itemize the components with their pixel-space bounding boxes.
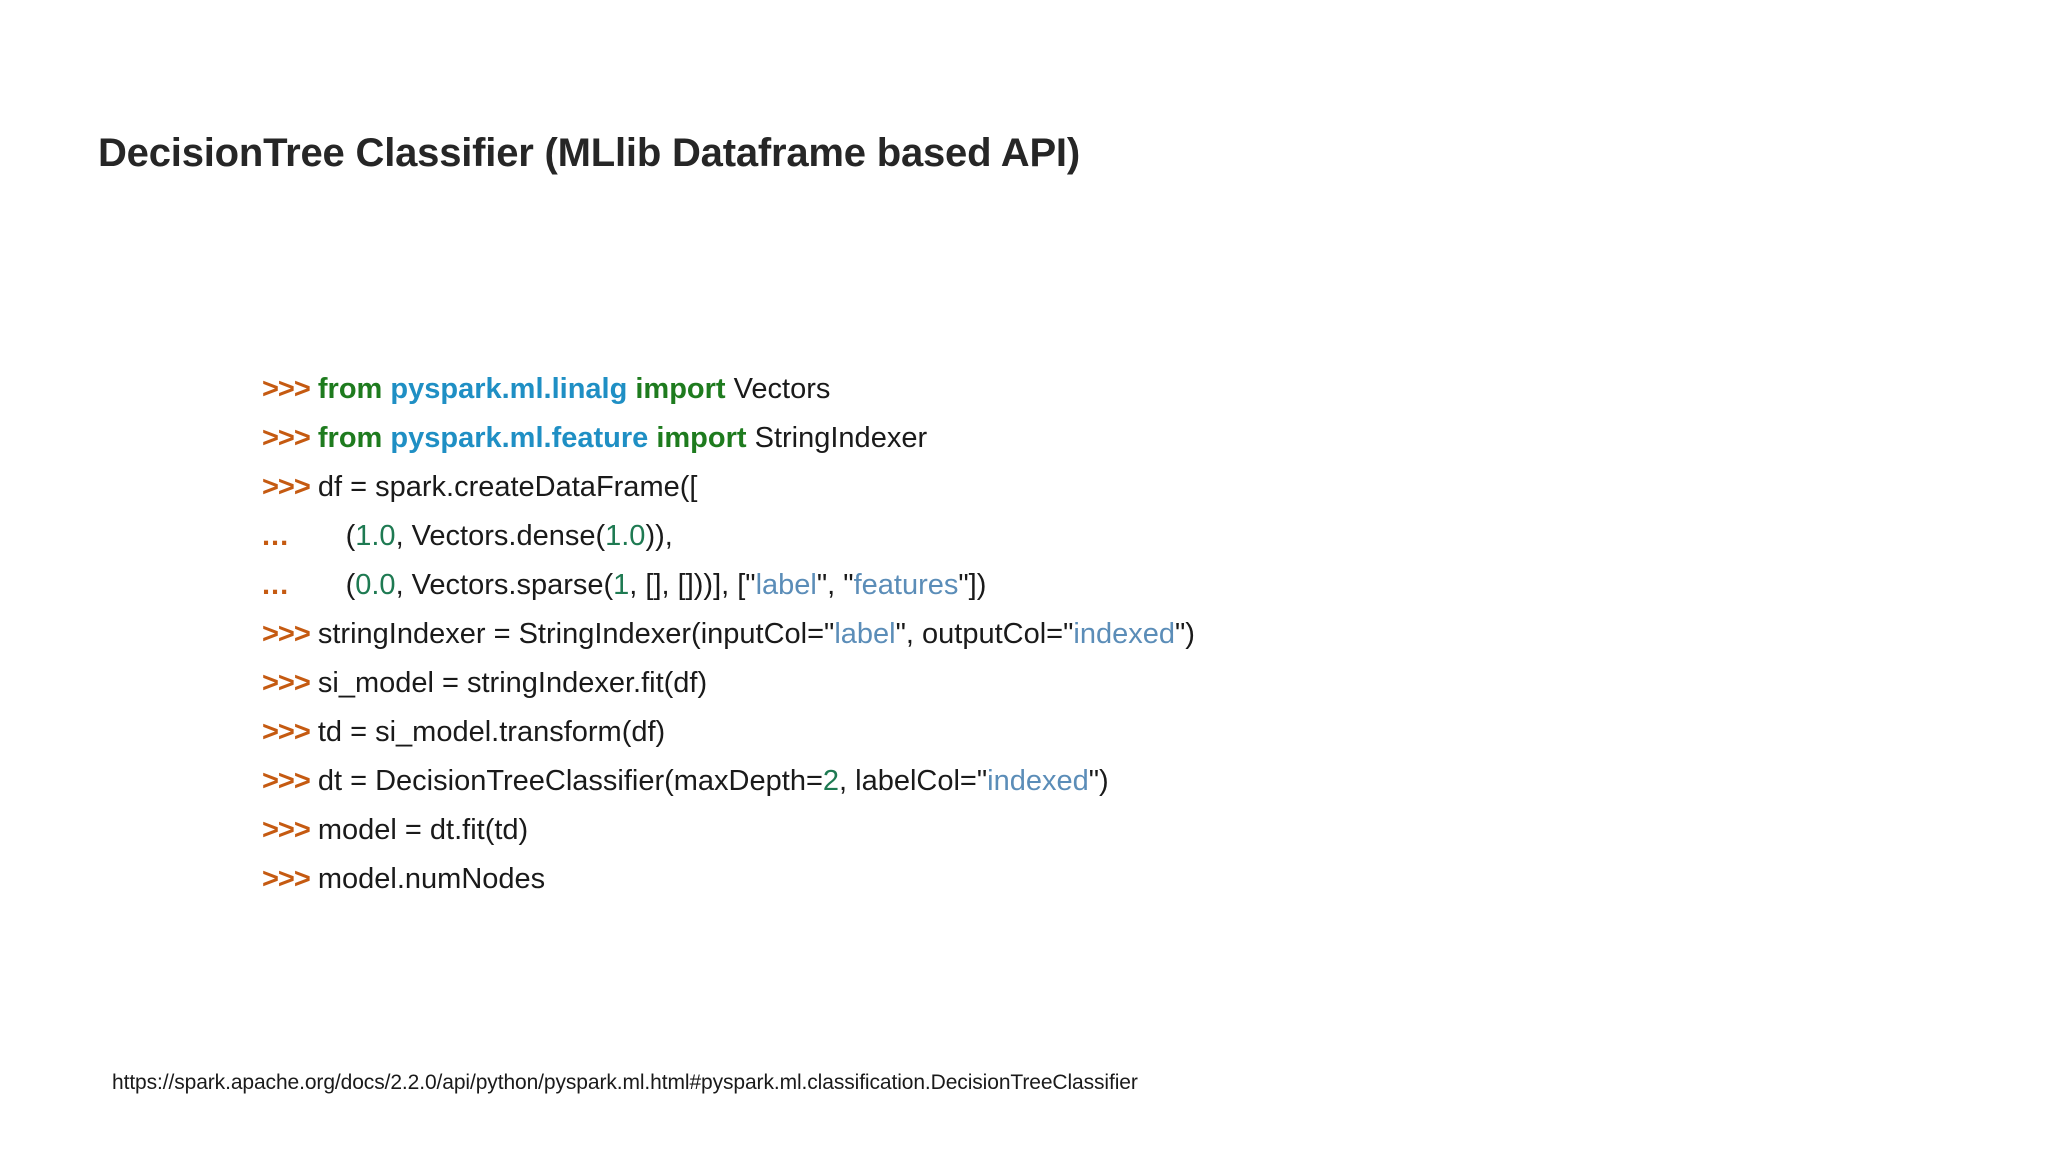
code-token-kw: import [656, 422, 747, 454]
code-token-str: features [853, 569, 959, 601]
prompt-gap [289, 569, 313, 601]
code-token-kw: import [635, 373, 726, 405]
code-token-plain: si_model = stringIndexer.fit(df) [317, 667, 708, 699]
code-line: ... (1.0, Vectors.dense(1.0)), [262, 512, 1195, 561]
code-token-plain: model.numNodes [317, 863, 546, 895]
prompt-gap [310, 471, 318, 503]
prompt-continuation-marker: ... [262, 520, 290, 552]
prompt-gap [310, 765, 318, 797]
code-token-str: indexed [987, 765, 1089, 797]
code-token-plain: ") [1175, 618, 1195, 650]
code-token-plain: dt = DecisionTreeClassifier(maxDepth= [317, 765, 823, 797]
code-token-plain: model = dt.fit(td) [317, 814, 529, 846]
prompt-marker: >>> [262, 863, 311, 895]
code-token-plain: Vectors [725, 373, 831, 405]
code-token-num: 1.0 [355, 520, 396, 552]
code-token-plain: , [], []))], [" [629, 569, 756, 601]
source-url-footer: https://spark.apache.org/docs/2.2.0/api/… [112, 1071, 1138, 1094]
code-token-plain: , Vectors.dense( [395, 520, 606, 552]
prompt-gap [310, 422, 318, 454]
code-token-str: label [834, 618, 896, 650]
code-token-num: 1.0 [605, 520, 646, 552]
code-token-num: 1 [613, 569, 630, 601]
code-line: >>> df = spark.createDataFrame([ [262, 463, 1195, 512]
prompt-marker: >>> [262, 667, 311, 699]
prompt-gap [310, 814, 318, 846]
code-line: >>> from pyspark.ml.feature import Strin… [262, 414, 1195, 463]
prompt-marker: >>> [262, 814, 311, 846]
code-token-plain: td = si_model.transform(df) [317, 716, 666, 748]
code-token-num: 0.0 [355, 569, 396, 601]
code-token-num: 2 [822, 765, 840, 797]
code-line: >>> model.numNodes [262, 855, 1195, 904]
code-token-plain: ( [313, 569, 356, 601]
code-token-plain: df = spark.createDataFrame([ [317, 471, 698, 503]
code-line: >>> si_model = stringIndexer.fit(df) [262, 659, 1195, 708]
prompt-gap [310, 716, 318, 748]
code-token-plain: , Vectors.sparse( [395, 569, 614, 601]
code-token-plain: , labelCol=" [839, 765, 988, 797]
prompt-continuation-marker: ... [262, 569, 290, 601]
code-line: >>> from pyspark.ml.linalg import Vector… [262, 365, 1195, 414]
prompt-marker: >>> [262, 716, 311, 748]
code-sample-block: >>> from pyspark.ml.linalg import Vector… [262, 365, 1195, 904]
code-line: >>> td = si_model.transform(df) [262, 708, 1195, 757]
prompt-marker: >>> [262, 765, 311, 797]
code-token-plain: StringIndexer [746, 422, 928, 454]
code-line: >>> stringIndexer = StringIndexer(inputC… [262, 610, 1195, 659]
code-line: >>> model = dt.fit(td) [262, 806, 1195, 855]
code-token-mod: pyspark.ml.linalg [390, 373, 628, 405]
prompt-marker: >>> [262, 618, 311, 650]
code-token-plain: "]) [958, 569, 987, 601]
prompt-gap [310, 863, 318, 895]
code-token-plain: ") [1088, 765, 1109, 797]
prompt-gap [310, 373, 318, 405]
page-title: DecisionTree Classifier (MLlib Dataframe… [98, 131, 1080, 175]
code-token-mod: pyspark.ml.feature [390, 422, 649, 454]
code-token-str: indexed [1073, 618, 1175, 650]
code-token-plain: ( [313, 520, 356, 552]
code-line: >>> dt = DecisionTreeClassifier(maxDepth… [262, 757, 1195, 806]
code-token-plain: ", " [816, 569, 854, 601]
code-token-kw: from [317, 422, 383, 454]
code-token-str: label [755, 569, 817, 601]
code-line: ... (0.0, Vectors.sparse(1, [], []))], [… [262, 561, 1195, 610]
prompt-gap [310, 618, 318, 650]
prompt-gap [310, 667, 318, 699]
prompt-gap [289, 520, 313, 552]
code-token-plain: stringIndexer = StringIndexer(inputCol=" [317, 618, 835, 650]
prompt-marker: >>> [262, 471, 311, 503]
prompt-marker: >>> [262, 422, 311, 454]
prompt-marker: >>> [262, 373, 311, 405]
code-token-plain: ", outputCol=" [895, 618, 1074, 650]
code-token-kw: from [317, 373, 383, 405]
code-token-plain: )), [645, 520, 673, 552]
